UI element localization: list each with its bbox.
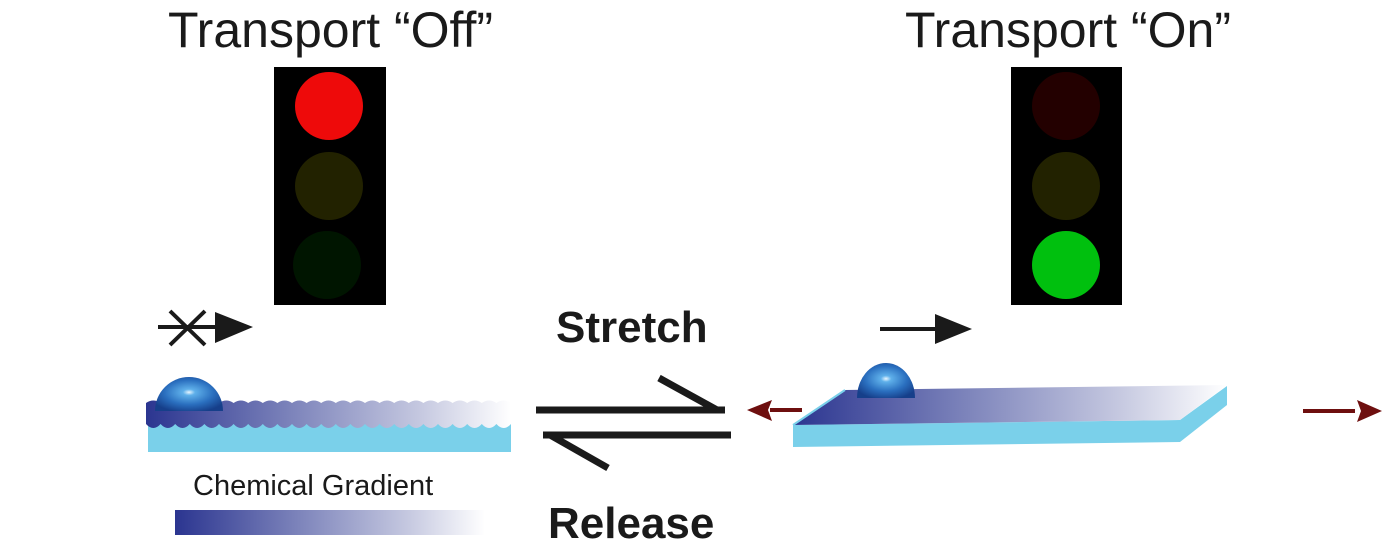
green-lamp-lit xyxy=(1032,231,1100,299)
left-droplet xyxy=(155,377,223,411)
arrow-head xyxy=(215,312,253,343)
red-lamp-lit xyxy=(295,72,363,140)
allowed-motion-arrow xyxy=(880,314,972,344)
stretch-label: Stretch xyxy=(556,303,708,352)
chemical-gradient-bar xyxy=(175,510,485,535)
traffic-light-off xyxy=(274,67,386,305)
stretch-arrow-left xyxy=(747,400,802,421)
equilibrium-arrows xyxy=(536,374,731,472)
transport-off-title: Transport “Off” xyxy=(168,2,494,58)
right-substrate-front xyxy=(793,420,1180,447)
traffic-light-on xyxy=(1011,67,1122,305)
wrinkled-gradient-surface xyxy=(146,400,511,428)
stretch-arrow-right xyxy=(1303,400,1382,422)
green-lamp-dim xyxy=(293,231,361,299)
arrow-head xyxy=(747,400,772,421)
red-lamp-dim xyxy=(1032,72,1100,140)
arrow-head xyxy=(1357,400,1382,422)
yellow-lamp-dim xyxy=(295,152,363,220)
right-substrate-side xyxy=(1180,386,1227,442)
blocked-motion-arrow xyxy=(158,309,253,347)
transport-on-title: Transport “On” xyxy=(905,2,1232,58)
chemical-gradient-label: Chemical Gradient xyxy=(193,470,434,502)
arrow-head xyxy=(935,314,972,344)
yellow-lamp-dim xyxy=(1032,152,1100,220)
right-droplet xyxy=(857,363,915,398)
release-label: Release xyxy=(548,499,715,548)
